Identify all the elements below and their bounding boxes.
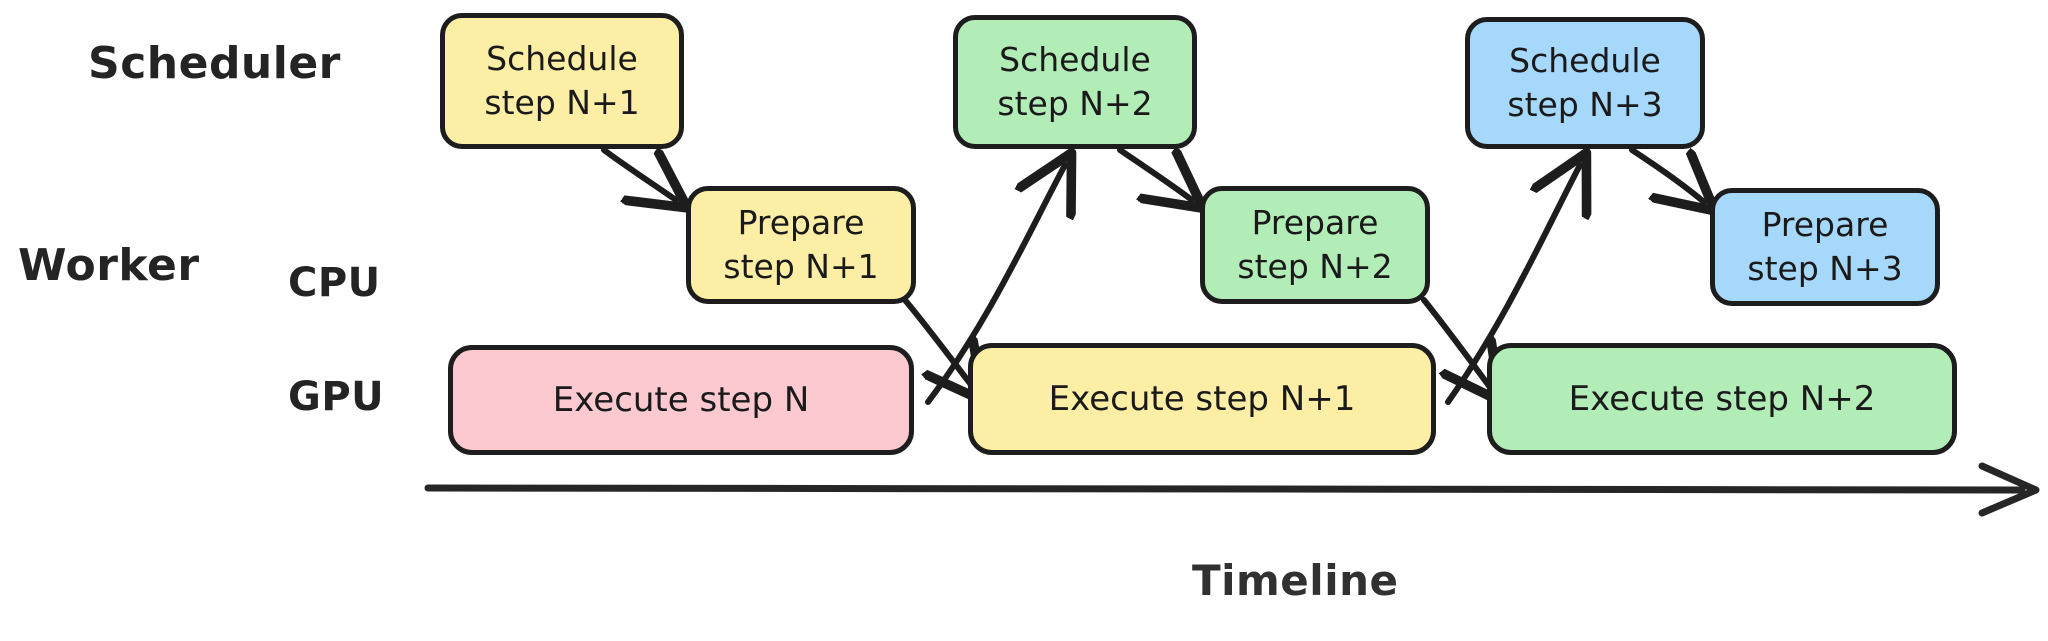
node-prepare-step-n1-line1: Prepare (737, 203, 865, 243)
node-execute-step-n-label: Execute step N (552, 379, 810, 420)
node-execute-step-n[interactable]: Execute step N (448, 345, 914, 455)
lane-label-gpu: GPU (288, 374, 385, 420)
timeline-axis-label: Timeline (1192, 556, 1399, 605)
node-prepare-step-n3-line2: step N+3 (1747, 249, 1903, 288)
lane-label-cpu: CPU (288, 260, 381, 306)
node-execute-step-n1-label: Execute step N+1 (1048, 378, 1356, 419)
node-schedule-step-n3[interactable]: Schedule step N+3 (1465, 17, 1705, 149)
node-prepare-step-n1[interactable]: Prepare step N+1 (686, 186, 916, 304)
node-schedule-step-n2-line1: Schedule (999, 40, 1151, 80)
node-schedule-step-n3-line2: step N+3 (1507, 85, 1663, 124)
lane-label-worker: Worker (18, 240, 200, 291)
node-schedule-step-n1[interactable]: Schedule step N+1 (440, 13, 684, 149)
node-prepare-step-n3-line1: Prepare (1761, 205, 1889, 245)
node-schedule-step-n2-line2: step N+2 (997, 84, 1153, 123)
lane-label-scheduler: Scheduler (88, 38, 341, 89)
arrow-schedule-n1-to-prepare-n1 (601, 147, 676, 200)
node-prepare-step-n2-line1: Prepare (1251, 203, 1379, 243)
node-prepare-step-n3[interactable]: Prepare step N+3 (1710, 188, 1940, 306)
node-schedule-step-n2[interactable]: Schedule step N+2 (953, 15, 1197, 149)
arrow-schedule-n2-to-prepare-n2 (1117, 150, 1192, 200)
arrow-prepare-n1-to-execute-n1 (902, 297, 975, 390)
node-execute-step-n2[interactable]: Execute step N+2 (1487, 343, 1957, 455)
node-schedule-step-n1-line1: Schedule (486, 39, 638, 79)
node-prepare-step-n1-line2: step N+1 (723, 247, 879, 286)
arrow-schedule-n3-to-prepare-n3 (1629, 147, 1704, 202)
timeline-arrowhead (1978, 462, 2040, 517)
node-execute-step-n2-label: Execute step N+2 (1568, 378, 1876, 419)
node-prepare-step-n2-line2: step N+2 (1237, 247, 1393, 286)
node-prepare-step-n2[interactable]: Prepare step N+2 (1200, 186, 1430, 304)
node-execute-step-n1[interactable]: Execute step N+1 (968, 343, 1436, 455)
node-schedule-step-n3-line1: Schedule (1509, 41, 1661, 81)
node-schedule-step-n1-line2: step N+1 (484, 83, 640, 122)
timeline-axis (424, 484, 2026, 494)
